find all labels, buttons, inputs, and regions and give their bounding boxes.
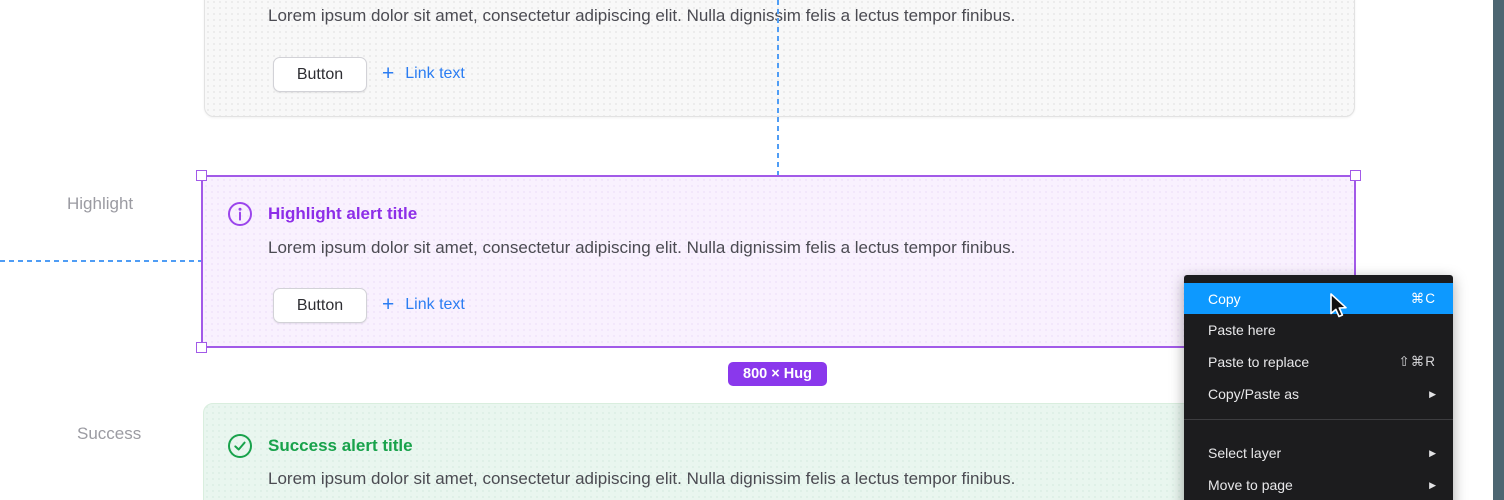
success-alert-body: Lorem ipsum dolor sit amet, consectetur …	[268, 469, 1016, 488]
submenu-arrow-icon: ▶	[1429, 479, 1436, 490]
default-alert-link[interactable]: + Link text	[382, 63, 465, 84]
menu-item-label: Move to page	[1208, 477, 1293, 493]
section-label-highlight: Highlight	[67, 194, 134, 213]
highlight-alert-link-label: Link text	[405, 295, 465, 313]
menu-item-paste-to-replace[interactable]: Paste to replace ⇧⌘R	[1184, 346, 1453, 378]
context-menu: Copy ⌘C Paste here Paste to replace ⇧⌘R …	[1184, 275, 1453, 500]
default-alert-button[interactable]: Button	[273, 57, 367, 92]
highlight-alert-link[interactable]: + Link text	[382, 294, 465, 315]
menu-shortcut: ⇧⌘R	[1398, 354, 1436, 369]
selection-handle-top-left[interactable]	[196, 170, 207, 181]
menu-shortcut: ⌘C	[1410, 290, 1436, 306]
highlight-alert-body: Lorem ipsum dolor sit amet, consectetur …	[268, 238, 1016, 257]
selection-handle-bottom-left[interactable]	[196, 342, 207, 353]
menu-item-select-layer[interactable]: Select layer ▶	[1184, 437, 1453, 469]
submenu-arrow-icon: ▶	[1429, 447, 1436, 458]
highlight-alert-title: Highlight alert title	[268, 204, 418, 223]
default-alert-button-label: Button	[296, 65, 344, 83]
menu-item-label: Copy	[1208, 290, 1241, 307]
menu-item-label: Paste to replace	[1208, 354, 1310, 370]
plus-icon: +	[382, 62, 395, 85]
plus-icon: +	[382, 293, 395, 316]
highlight-alert-card-selected[interactable]	[201, 175, 1356, 348]
default-alert-body: Lorem ipsum dolor sit amet, consectetur …	[268, 6, 1016, 25]
selection-size-badge: 800 × Hug	[728, 362, 827, 386]
menu-item-copy[interactable]: Copy ⌘C	[1184, 283, 1453, 314]
right-panel-edge	[1493, 0, 1504, 500]
info-icon	[227, 201, 253, 227]
submenu-arrow-icon: ▶	[1429, 388, 1436, 399]
vertical-guide-line	[777, 0, 779, 175]
selection-handle-top-right[interactable]	[1350, 170, 1361, 181]
menu-item-move-to-page[interactable]: Move to page ▶	[1184, 469, 1453, 500]
success-alert-card[interactable]	[203, 403, 1355, 500]
default-alert-card[interactable]	[204, 0, 1355, 117]
section-label-success: Success	[77, 424, 142, 443]
menu-item-paste-here[interactable]: Paste here	[1184, 314, 1453, 346]
default-alert-link-label: Link text	[405, 64, 465, 82]
menu-item-label: Paste here	[1208, 322, 1276, 338]
highlight-alert-button-label: Button	[296, 296, 344, 314]
mouse-cursor-icon	[1329, 293, 1351, 326]
highlight-alert-button[interactable]: Button	[273, 288, 367, 323]
menu-item-label: Copy/Paste as	[1208, 386, 1300, 402]
success-alert-title: Success alert title	[268, 436, 413, 455]
horizontal-guide-line	[0, 260, 201, 262]
menu-divider	[1184, 419, 1453, 420]
check-circle-icon	[227, 433, 253, 459]
menu-item-copy-paste-as[interactable]: Copy/Paste as ▶	[1184, 378, 1453, 410]
menu-item-label: Select layer	[1208, 445, 1282, 461]
